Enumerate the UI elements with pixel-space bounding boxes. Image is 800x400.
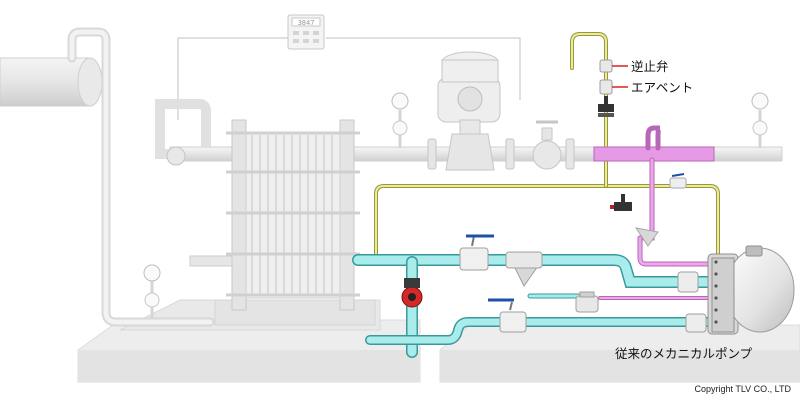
condensate-pipe bbox=[352, 254, 716, 358]
floor-base-right bbox=[439, 324, 800, 383]
ball-valve-lower bbox=[488, 298, 527, 333]
air-vent-fitting bbox=[599, 79, 613, 95]
condensate-strainer bbox=[505, 251, 543, 287]
copyright-text: Copyright TLV CO., LTD bbox=[694, 384, 791, 394]
label-pump: 従来のメカニカルポンプ bbox=[615, 346, 753, 361]
storage-tank bbox=[0, 57, 103, 107]
label-check-valve: 逆止弁 bbox=[631, 59, 669, 74]
globe-valve-bypass bbox=[401, 278, 423, 308]
signal-line bbox=[177, 37, 521, 120]
mechanical-pump bbox=[707, 245, 795, 335]
steam-strainer bbox=[634, 227, 659, 247]
return-pipe bbox=[67, 27, 215, 327]
floor-base-left bbox=[77, 319, 421, 383]
gate-valve bbox=[532, 120, 562, 170]
air-vent-pipe bbox=[374, 32, 720, 264]
control-valve bbox=[437, 51, 501, 171]
label-leaders bbox=[612, 65, 628, 88]
ball-valve-inlet bbox=[459, 234, 494, 271]
pump-connectors bbox=[677, 271, 707, 333]
pressure-gauge-right bbox=[751, 92, 769, 148]
isolation-valve-lower bbox=[610, 194, 632, 211]
steam-trap-small bbox=[166, 146, 186, 166]
label-air-vent: エアベント bbox=[631, 80, 693, 95]
controller-display: 3847 bbox=[298, 19, 315, 27]
plate-heat-exchanger bbox=[189, 119, 360, 311]
check-valve-fitting bbox=[599, 59, 613, 73]
small-ball-valve-right bbox=[669, 173, 687, 189]
pressure-gauge-center bbox=[391, 92, 409, 148]
isolation-valve-upper bbox=[598, 96, 614, 117]
pressure-gauge-left bbox=[143, 264, 161, 318]
steam-trap-lower bbox=[575, 291, 599, 313]
controller-box: 3847 bbox=[287, 14, 325, 50]
